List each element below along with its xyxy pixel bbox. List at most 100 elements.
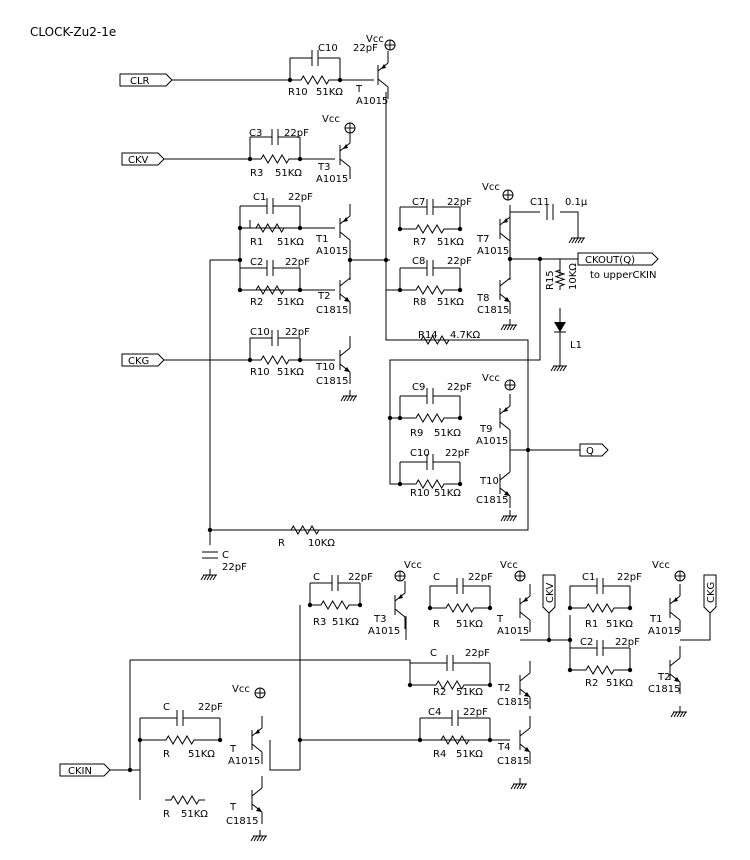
transistor-type: C1815 bbox=[226, 816, 258, 827]
vcc-symbol: Vcc bbox=[482, 373, 516, 391]
transistor-ref: T1 bbox=[649, 614, 662, 625]
emitter-arrow bbox=[503, 218, 508, 223]
capacitor-ref: C8 bbox=[412, 256, 425, 267]
transistor-type: A1015 bbox=[356, 96, 388, 107]
transistor-lead bbox=[339, 158, 351, 168]
npn-transistor bbox=[499, 266, 511, 314]
pnp-transistor bbox=[519, 584, 531, 632]
ground-icon bbox=[500, 510, 517, 522]
junction-dot bbox=[537, 256, 543, 262]
transistor-type: C1815 bbox=[497, 756, 529, 767]
port-clr-label: CLR bbox=[130, 76, 150, 87]
ground-icon bbox=[670, 706, 687, 718]
emitter-arrow bbox=[343, 217, 348, 222]
rc-network bbox=[427, 578, 493, 613]
transistor-type: C1815 bbox=[648, 684, 680, 695]
capacitor-ref: C3 bbox=[249, 128, 262, 139]
junction-dot bbox=[457, 415, 463, 421]
pnp-transistor bbox=[499, 394, 511, 442]
transistor-type: C1815 bbox=[476, 495, 508, 506]
junction-dot bbox=[237, 225, 243, 231]
transistor-lead bbox=[669, 611, 681, 621]
junction-dot bbox=[297, 357, 303, 363]
wire bbox=[130, 740, 141, 771]
ground-hatch bbox=[682, 711, 687, 718]
junction-dot bbox=[137, 737, 143, 743]
rc-network bbox=[237, 260, 303, 295]
resistor bbox=[250, 154, 300, 164]
junction-dot bbox=[217, 737, 223, 743]
emitter-arrow bbox=[398, 594, 403, 599]
vcc-symbol: Vcc bbox=[394, 560, 422, 582]
capacitor-value: 22pF bbox=[447, 197, 472, 208]
resistor bbox=[410, 680, 490, 690]
capacitor-value: 22pF bbox=[447, 256, 472, 267]
pnp-transistor bbox=[377, 51, 389, 99]
vcc-symbol: Vcc bbox=[322, 114, 356, 134]
npn-transistor bbox=[519, 661, 531, 709]
emitter-arrow bbox=[524, 692, 530, 697]
capacitor-ref: C2 bbox=[580, 637, 593, 648]
led-ref: L1 bbox=[570, 340, 582, 351]
transistor-lead bbox=[519, 672, 531, 682]
transistor-type: C1815 bbox=[316, 305, 348, 316]
resistor bbox=[400, 224, 460, 234]
resistor-value: 51KΩ bbox=[316, 87, 343, 98]
junction-dot bbox=[567, 667, 573, 673]
junction-dot bbox=[457, 226, 463, 232]
resistor-ref: R2 bbox=[433, 687, 446, 698]
emitter-arrow bbox=[255, 729, 260, 734]
capacitor-value: 22pF bbox=[284, 128, 309, 139]
resistor-value: 51KΩ bbox=[181, 809, 208, 820]
transistor-lead bbox=[251, 743, 263, 753]
junction-dot bbox=[417, 737, 423, 743]
rc-network bbox=[567, 640, 633, 675]
emitter-arrow bbox=[343, 144, 348, 149]
resistor-ref: R2 bbox=[585, 678, 598, 689]
port-ckg-vertical: CKG bbox=[703, 574, 717, 614]
junction-dot bbox=[237, 257, 243, 263]
junction-dot bbox=[383, 257, 389, 263]
junction-dot bbox=[297, 737, 303, 743]
npn-transistor bbox=[339, 336, 351, 384]
junction-dot bbox=[567, 637, 573, 643]
rc-network bbox=[397, 199, 463, 234]
resistor-ref: R1 bbox=[250, 237, 263, 248]
junction-dot bbox=[387, 415, 393, 421]
transistor-ref: T10 bbox=[479, 476, 499, 487]
capacitor-value: 22pF bbox=[285, 327, 310, 338]
junction-dot bbox=[297, 225, 303, 231]
resistor bbox=[285, 525, 325, 535]
transistor-ref: T2 bbox=[317, 291, 330, 302]
capacitor-ref: C bbox=[222, 550, 229, 561]
ground-hatch bbox=[500, 515, 505, 522]
emitter-arrow bbox=[673, 597, 678, 602]
rc-network bbox=[397, 388, 463, 423]
capacitor-value: 22pF bbox=[288, 192, 313, 203]
vcc-symbol: Vcc bbox=[366, 34, 396, 51]
resistor bbox=[400, 285, 460, 295]
ground-hatch bbox=[503, 515, 508, 522]
junction-dot bbox=[525, 447, 531, 453]
resistor-value: 51KΩ bbox=[277, 367, 304, 378]
junction-dot bbox=[627, 605, 633, 611]
junction-dot bbox=[297, 287, 303, 293]
wire bbox=[560, 211, 579, 232]
transistor-lead bbox=[251, 787, 263, 797]
junction-dot bbox=[407, 682, 413, 688]
resistor-ref: R bbox=[278, 538, 285, 549]
ground-hatch bbox=[562, 365, 567, 372]
ground-hatch bbox=[550, 365, 555, 372]
resistor-value: 10KΩ bbox=[308, 538, 335, 549]
led-icon bbox=[554, 322, 566, 332]
ground-icon bbox=[568, 232, 585, 244]
resistor-ref: R4 bbox=[433, 749, 446, 760]
rc-network bbox=[407, 655, 493, 690]
capacitor-ref: C11 bbox=[530, 197, 550, 208]
transistor-type: A1015 bbox=[648, 626, 680, 637]
ground-hatch bbox=[559, 365, 564, 372]
junction-dot bbox=[427, 605, 433, 611]
resistor bbox=[310, 600, 360, 610]
capacitor-value: 22pF bbox=[222, 562, 247, 573]
vcc-symbol: Vcc bbox=[232, 684, 266, 699]
